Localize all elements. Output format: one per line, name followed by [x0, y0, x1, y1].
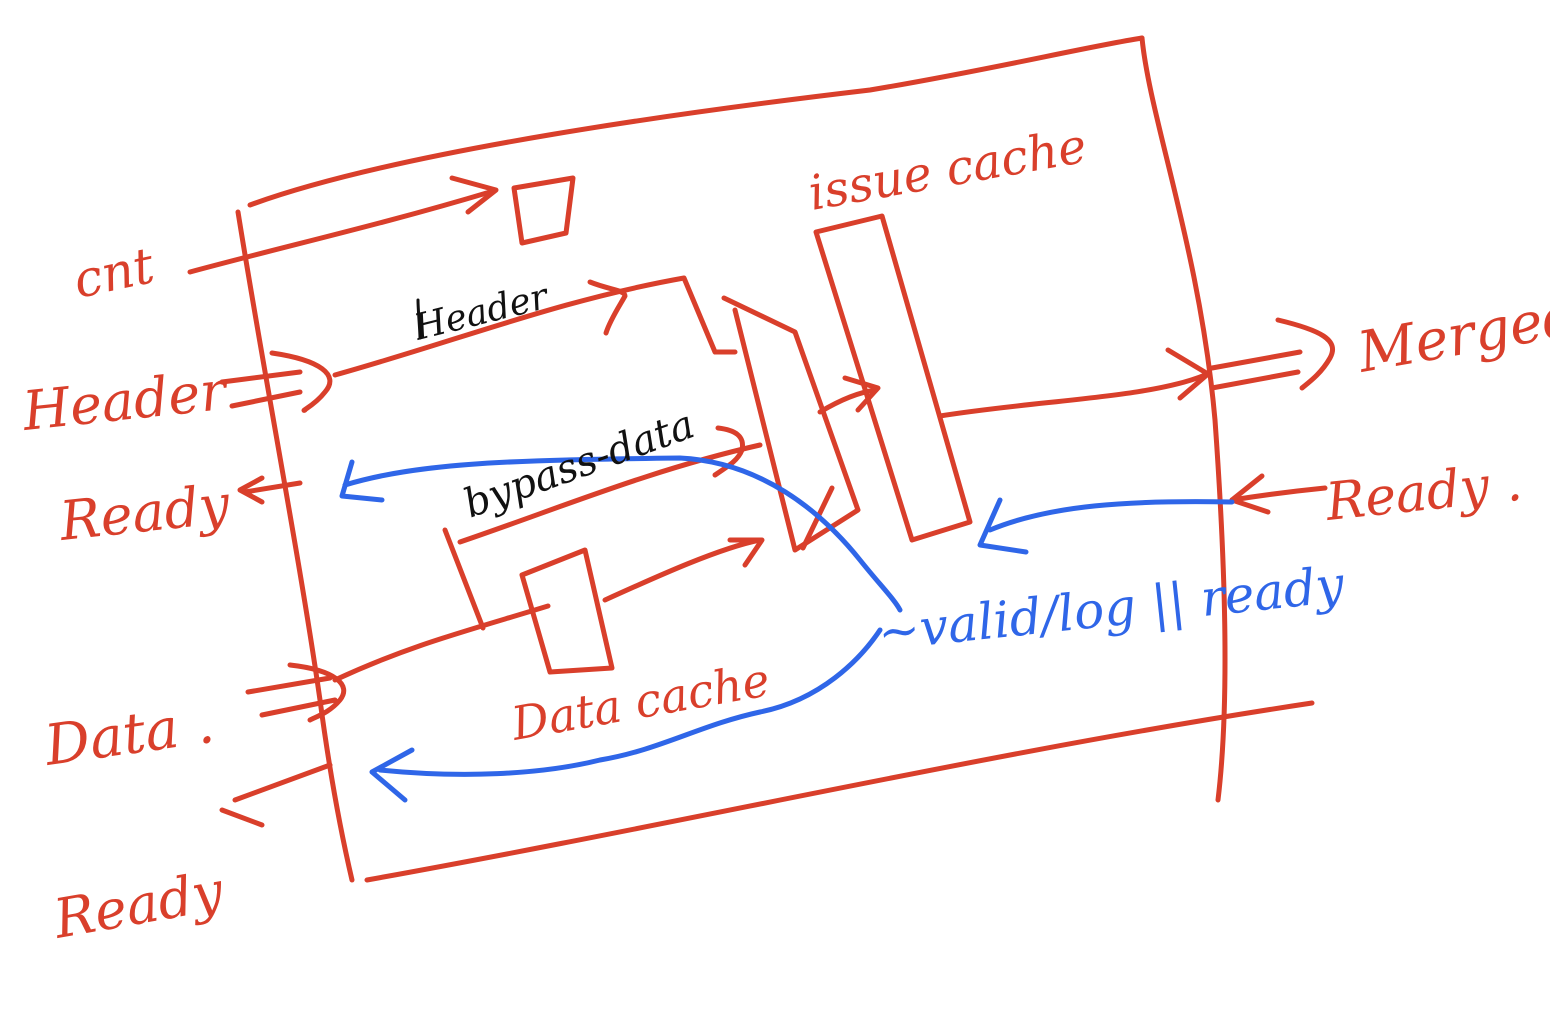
header-wire-label-underline	[416, 298, 422, 340]
boundary-bottom-edge	[364, 700, 1315, 883]
ready-header-red-arrowhead	[237, 475, 265, 505]
header-input-double-arrow	[219, 350, 333, 413]
ready-data-blue-arrowhead	[369, 747, 415, 803]
ready-out-input-wire	[1229, 485, 1328, 503]
ready-data-label: Ready	[48, 859, 229, 951]
header-wire-label: Header	[409, 276, 553, 349]
output-arrowhead	[1165, 347, 1211, 401]
ready-data-blue-wire	[377, 627, 883, 777]
ready-out-path	[977, 473, 1328, 555]
data-cache-box	[519, 547, 615, 675]
header-input-label: Header	[19, 359, 232, 443]
ready-out-blue-arrowhead	[977, 497, 1029, 555]
ready-data-red-arrow	[219, 762, 333, 828]
merge-unit-outline	[721, 295, 861, 553]
merged-output	[1209, 317, 1335, 391]
ready-out-blue-wire	[987, 499, 1235, 533]
issue-cache-box	[813, 213, 973, 543]
merged-label: Merged	[1352, 283, 1550, 386]
ready-header-label: Ready	[56, 472, 234, 553]
valid-logic-label: ~valid/log || ready	[875, 555, 1347, 662]
cnt-path	[187, 175, 576, 275]
cnt-register-box	[511, 175, 576, 246]
ready-data-path	[219, 627, 883, 828]
ready-out-label: Ready .	[1322, 453, 1525, 533]
issue-cache-to-output-wire	[937, 372, 1208, 419]
data-input-double-arrow	[245, 662, 347, 723]
ready-header-path	[237, 455, 903, 613]
data-bypass-branch	[442, 527, 486, 631]
data-cache-to-merge-wire	[602, 537, 763, 603]
bypass-wire	[457, 442, 763, 545]
cnt-arrowhead	[449, 175, 499, 215]
header-input-path	[219, 275, 738, 413]
module-boundary	[235, 35, 1315, 883]
cnt-wire	[187, 189, 493, 275]
data-input-label: Data .	[40, 691, 218, 779]
merge-to-issue-wire	[817, 387, 879, 415]
data-main-wire	[332, 603, 551, 683]
header-wire	[332, 275, 738, 378]
ready-header-blue-wire	[342, 455, 903, 613]
issue-cache	[813, 213, 1211, 543]
boundary-right-edge	[1139, 35, 1228, 803]
header-wire-arrowhead	[587, 279, 628, 336]
merge-unit	[721, 295, 881, 553]
issue-cache-label: issue cache	[804, 118, 1090, 222]
merge-to-issue-arrowhead	[842, 375, 881, 413]
data-cache-to-merge-arrowhead	[727, 537, 765, 568]
ready-header-red-stub	[242, 480, 303, 495]
cnt-label: cnt	[68, 236, 159, 310]
ready-header-blue-arrowhead	[339, 459, 385, 503]
boundary-top-edge	[247, 35, 1145, 208]
merged-output-double-arrow	[1209, 317, 1335, 391]
boundary-left-edge	[235, 209, 355, 883]
